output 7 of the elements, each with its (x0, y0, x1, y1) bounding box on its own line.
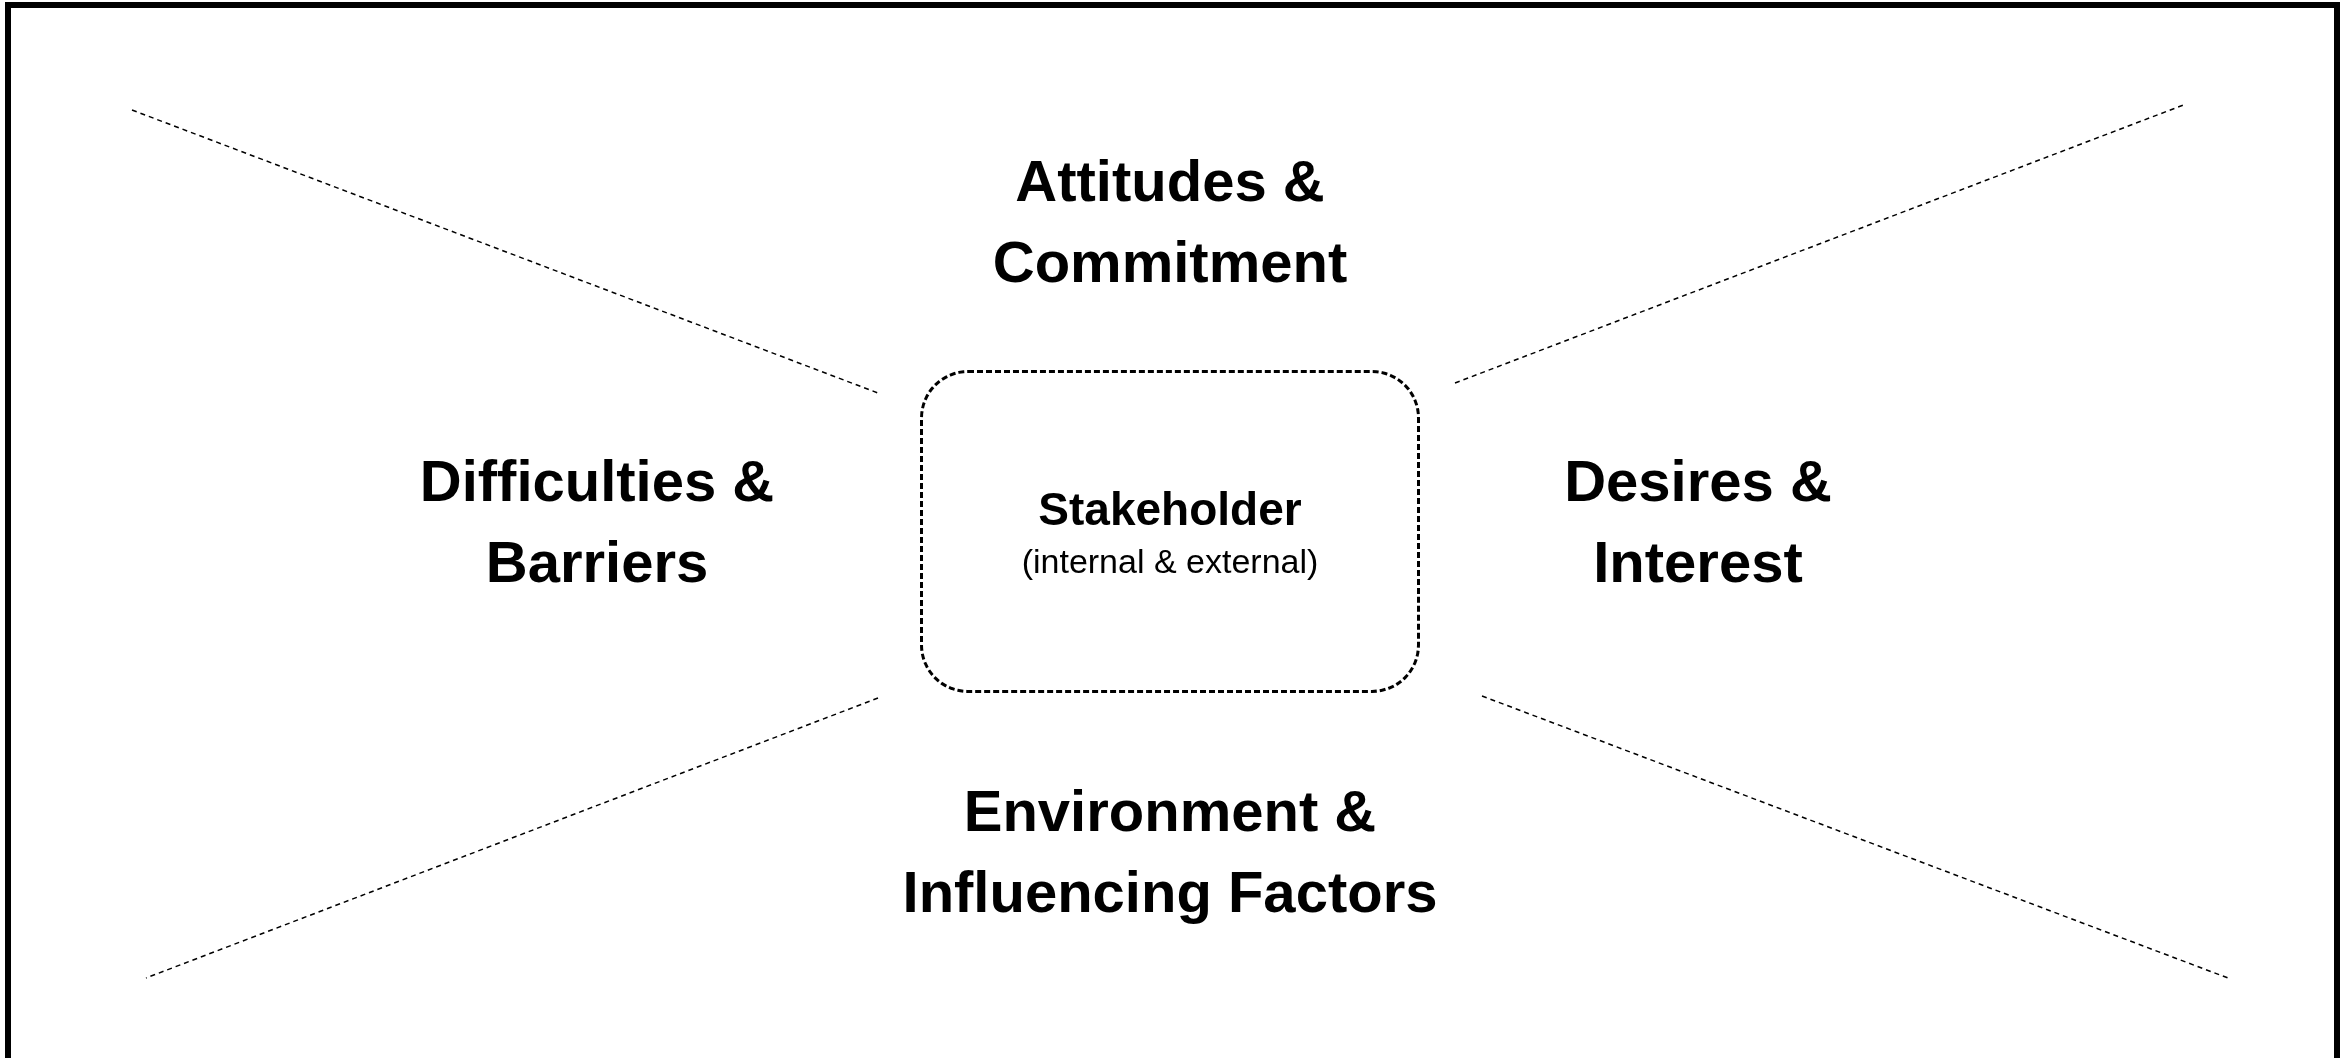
category-label: Difficulties & Barriers (418, 447, 776, 597)
category-label: Attitudes & Commitment (991, 147, 1349, 297)
node-subtitle: (internal & external) (1021, 541, 1319, 583)
category-label: Desires & Interest (1563, 447, 1833, 597)
category-label: Environment & Influencing Factors (901, 777, 1439, 927)
node-title: Stakeholder (1038, 481, 1302, 537)
dashed-rounded-box (920, 370, 1420, 693)
